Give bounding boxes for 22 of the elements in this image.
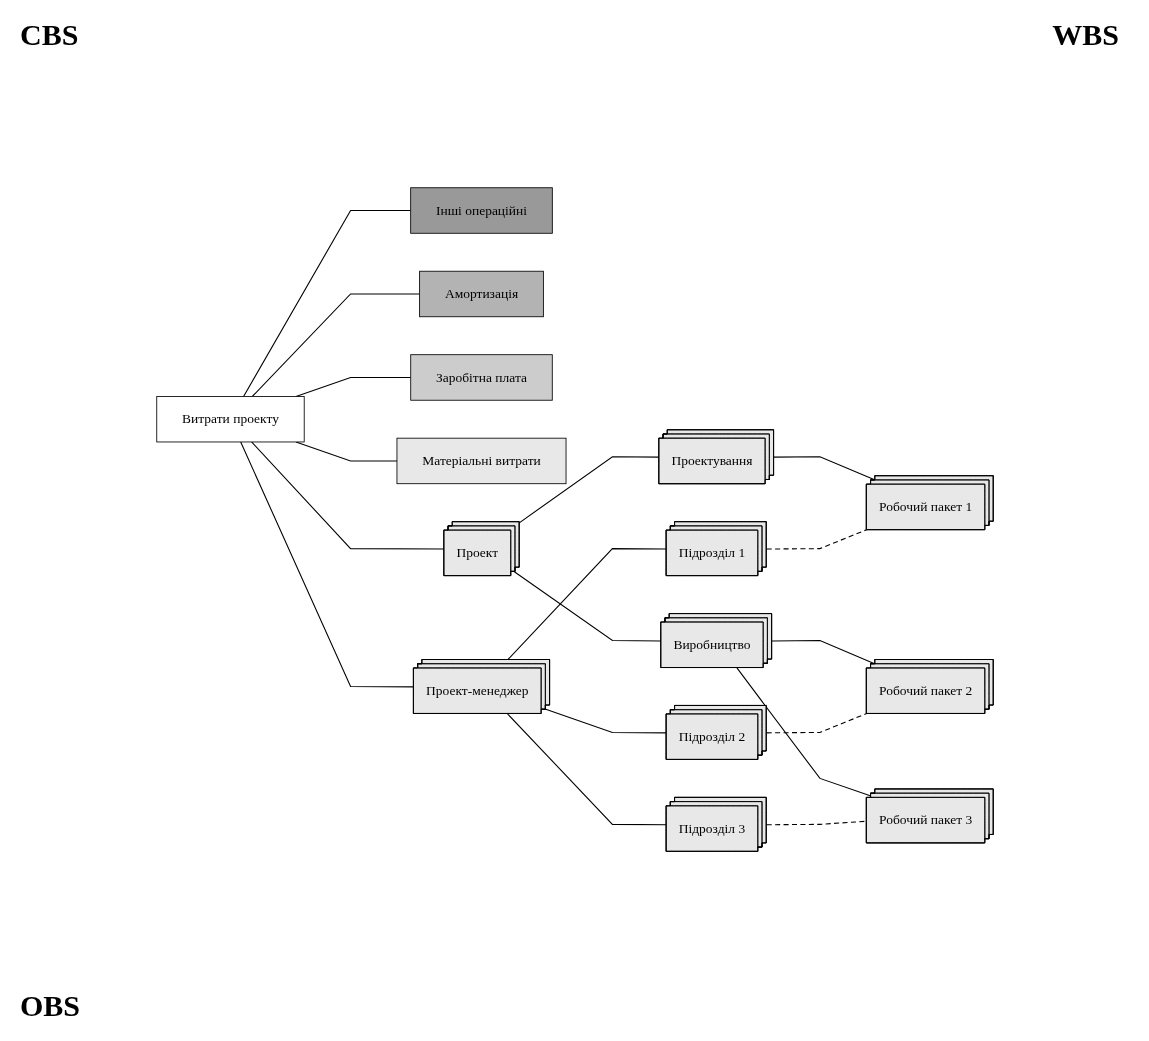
connector <box>766 713 868 734</box>
section-label: CBS <box>20 18 79 52</box>
connector <box>251 293 421 398</box>
connector <box>507 548 668 661</box>
connector <box>243 210 412 398</box>
connector <box>513 571 662 642</box>
connector <box>519 456 660 524</box>
section-label: OBS <box>20 989 81 1023</box>
connector <box>773 456 876 482</box>
connector <box>240 441 415 688</box>
section-label: WBS <box>1052 18 1119 52</box>
connector <box>545 709 668 734</box>
node-box: Амортизація <box>419 271 544 318</box>
node-box: Матеріальні витрати <box>396 438 567 485</box>
connector <box>736 667 872 798</box>
connector <box>507 713 668 826</box>
node-box: Заробітна плата <box>410 354 553 402</box>
connector <box>251 441 445 551</box>
connector <box>771 640 876 665</box>
node-box: Витрати проекту <box>156 396 305 443</box>
node-box: Інші операційні <box>410 187 553 235</box>
connector <box>766 529 868 551</box>
